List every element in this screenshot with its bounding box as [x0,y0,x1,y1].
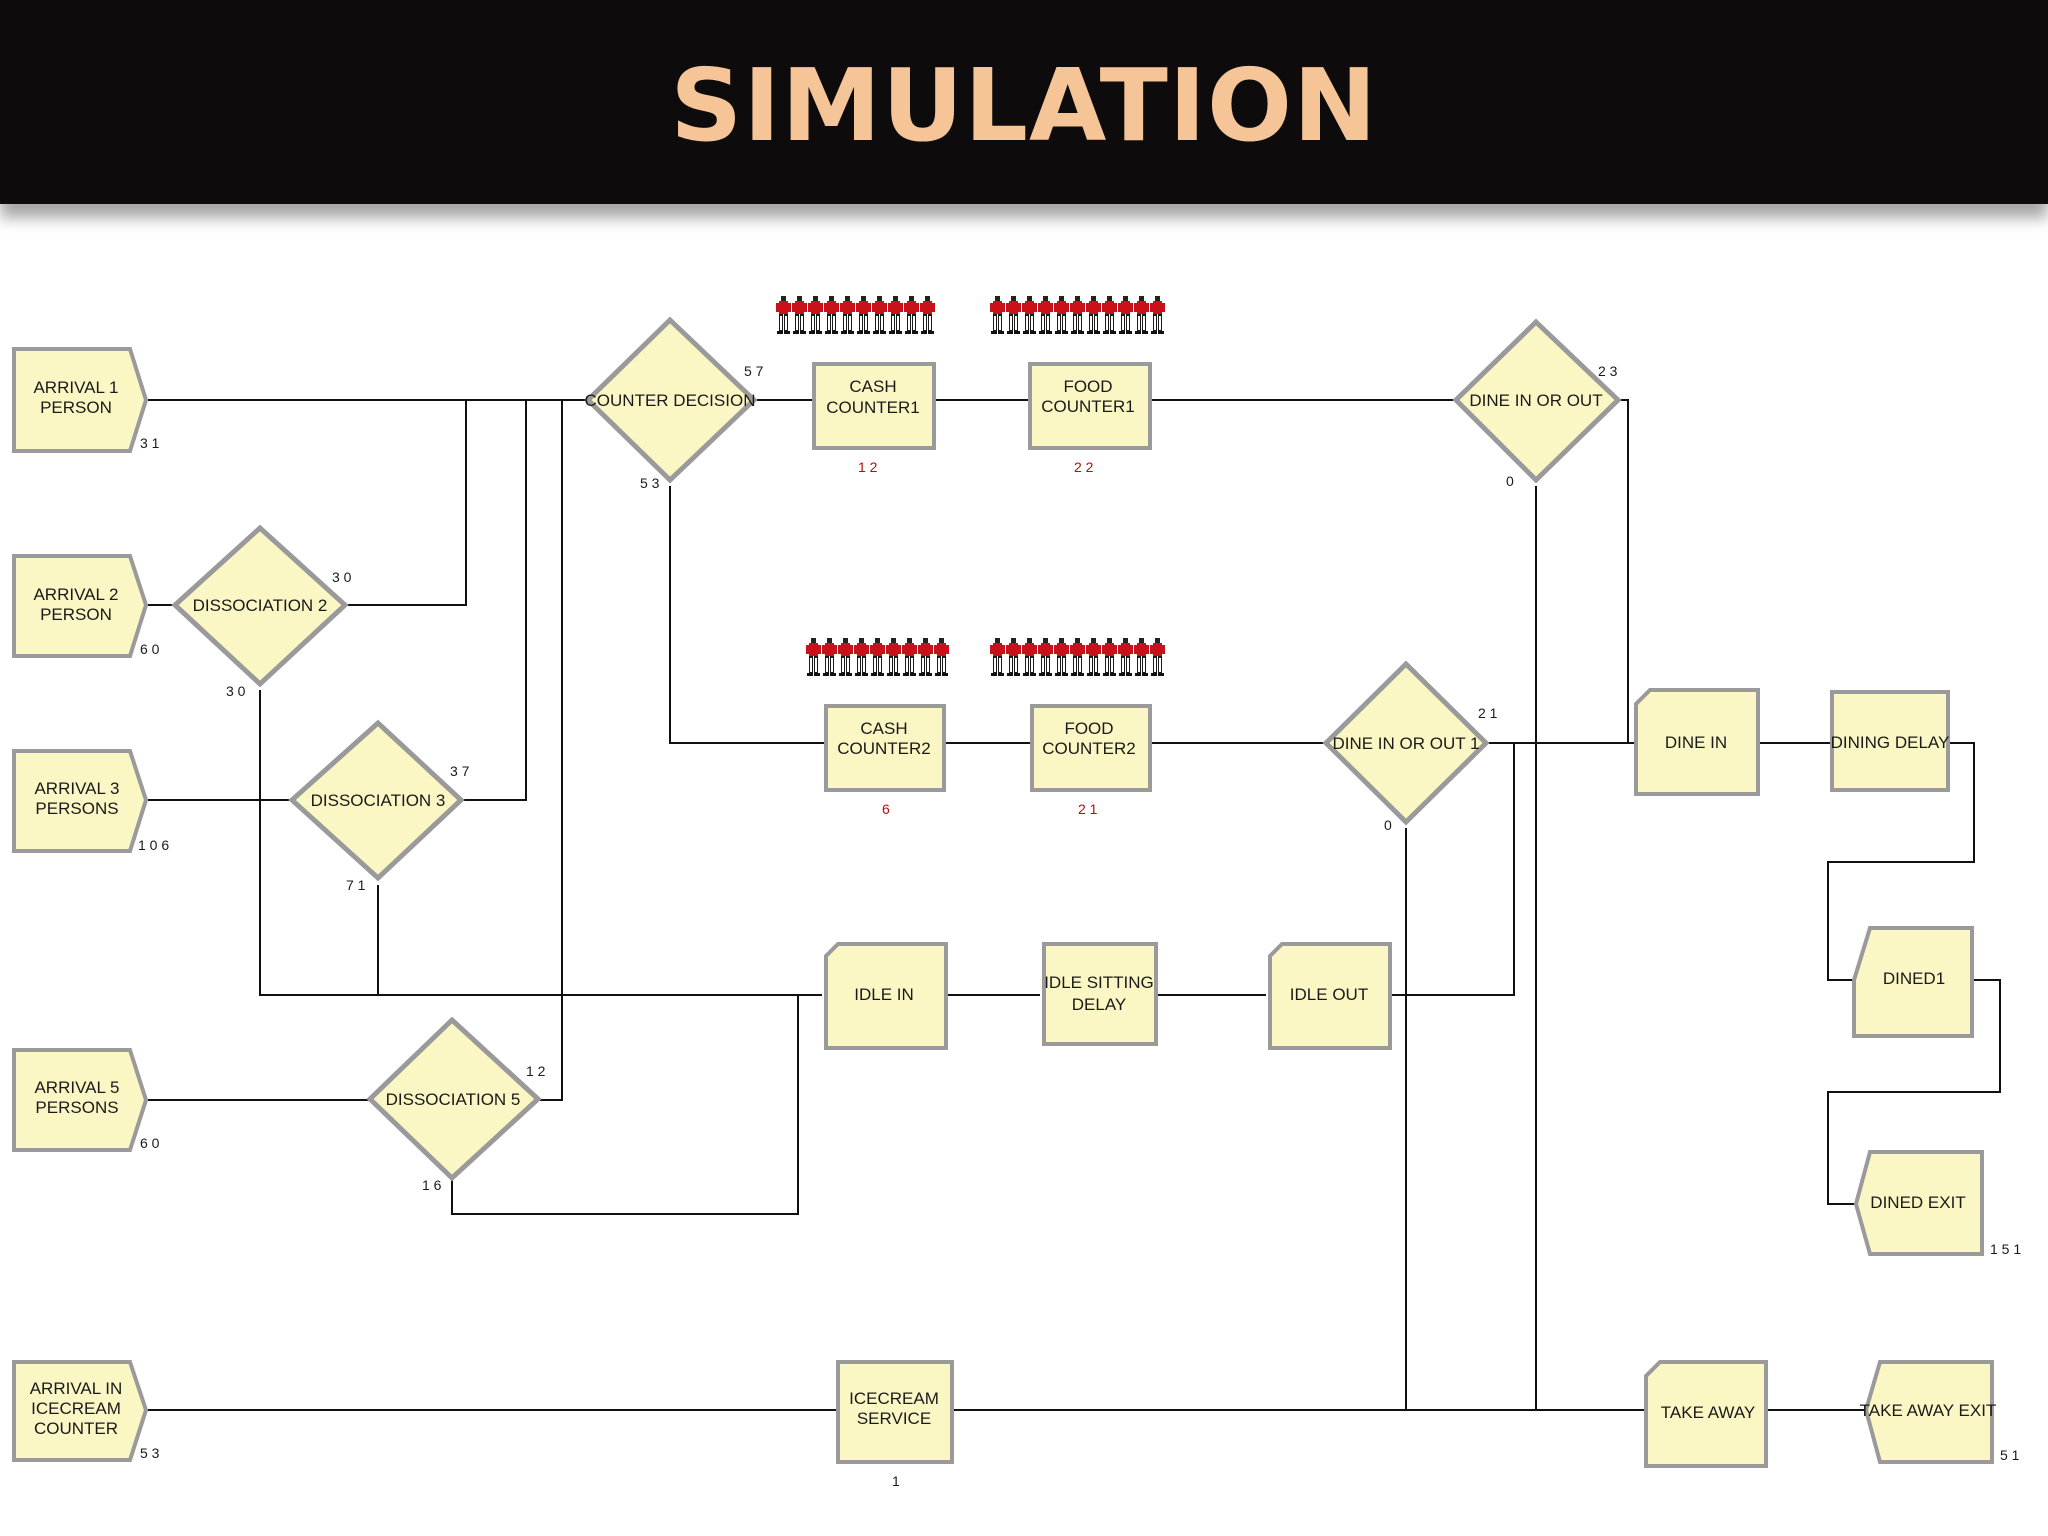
dine-in-module[interactable]: DINE IN [1634,688,1760,796]
svg-text:2 3: 2 3 [1598,363,1618,379]
svg-text:DISSOCIATION 3: DISSOCIATION 3 [311,791,446,810]
arrival5-module[interactable]: ARRIVAL 5 PERSONS 6 0 [12,1048,160,1152]
svg-text:IDLE OUT: IDLE OUT [1290,985,1368,1004]
svg-text:DISSOCIATION 5: DISSOCIATION 5 [386,1090,521,1109]
dissociation5-module[interactable]: DISSOCIATION 5 1 2 1 6 [366,1016,546,1193]
svg-text:COUNTER1: COUNTER1 [826,398,920,417]
svg-text:0: 0 [1506,473,1514,489]
dissociation3-module[interactable]: DISSOCIATION 3 3 7 7 1 [288,719,470,893]
svg-text:0: 0 [1384,817,1392,833]
cash-counter2-module[interactable]: CASH COUNTER2 6 [824,704,946,817]
svg-text:TAKE AWAY: TAKE AWAY [1661,1403,1755,1422]
dine-in-or-out1-module[interactable]: DINE IN OR OUT 1 2 1 0 [1322,660,1498,833]
svg-text:2 1: 2 1 [1078,801,1098,817]
svg-text:DISSOCIATION 2: DISSOCIATION 2 [193,596,328,615]
svg-text:IDLE IN: IDLE IN [854,985,914,1004]
svg-text:COUNTER DECISION: COUNTER DECISION [585,391,756,410]
idle-sitting-delay-module[interactable]: IDLE SITTING DELAY [1042,942,1158,1046]
svg-text:1 2: 1 2 [858,459,878,475]
svg-text:PERSONS: PERSONS [35,799,118,818]
svg-text:5 1: 5 1 [2000,1447,2020,1463]
connector-lines [148,399,2001,1411]
svg-text:DINING DELAY: DINING DELAY [1831,733,1950,752]
svg-text:5 7: 5 7 [744,363,764,379]
svg-text:DINED EXIT: DINED EXIT [1870,1193,1965,1212]
svg-text:1 5 1: 1 5 1 [1990,1241,2021,1257]
svg-text:DINE IN: DINE IN [1665,733,1727,752]
svg-text:3 0: 3 0 [332,569,352,585]
svg-text:6 0: 6 0 [140,1135,160,1151]
take-away-module[interactable]: TAKE AWAY [1644,1360,1768,1468]
food-counter1-module[interactable]: FOOD COUNTER1 2 2 [1028,362,1152,475]
svg-text:7 1: 7 1 [346,877,366,893]
svg-text:ARRIVAL IN: ARRIVAL IN [30,1379,123,1398]
svg-text:DELAY: DELAY [1072,995,1127,1014]
svg-text:1 0 6: 1 0 6 [138,837,169,853]
svg-text:IDLE SITTING: IDLE SITTING [1044,973,1154,992]
svg-text:CASH: CASH [860,719,907,738]
idle-out-module[interactable]: IDLE OUT [1268,942,1392,1050]
svg-text:6 0: 6 0 [140,641,160,657]
arrival1-module[interactable]: ARRIVAL 1 PERSON 3 1 [12,347,160,453]
queue-cash-counter1 [776,296,935,334]
svg-text:DINE IN OR OUT 1: DINE IN OR OUT 1 [1332,734,1479,753]
take-away-exit-module[interactable]: TAKE AWAY EXIT 5 1 [1860,1360,2020,1464]
arrival3-module[interactable]: ARRIVAL 3 PERSONS 1 0 6 [12,749,169,853]
svg-text:COUNTER2: COUNTER2 [837,739,931,758]
svg-text:COUNTER2: COUNTER2 [1042,739,1136,758]
svg-text:1 6: 1 6 [422,1177,442,1193]
dined-exit-module[interactable]: DINED EXIT 1 5 1 [1853,1150,2021,1257]
svg-text:DINED1: DINED1 [1883,969,1945,988]
svg-text:SERVICE: SERVICE [857,1409,931,1428]
counter-decision-module[interactable]: COUNTER DECISION 5 7 5 3 [584,316,764,491]
svg-text:FOOD: FOOD [1063,377,1112,396]
svg-text:ARRIVAL 5: ARRIVAL 5 [34,1078,119,1097]
svg-text:3 1: 3 1 [140,435,160,451]
svg-text:3 7: 3 7 [450,763,470,779]
svg-text:1 2: 1 2 [526,1063,546,1079]
cash-counter1-module[interactable]: CASH COUNTER1 1 2 [812,362,936,475]
queue-food-counter1 [990,296,1165,334]
svg-text:ARRIVAL 2: ARRIVAL 2 [33,585,118,604]
svg-text:3 0: 3 0 [226,683,246,699]
title-bar: SIMULATION [0,0,2048,204]
dissociation2-module[interactable]: DISSOCIATION 2 3 0 3 0 [171,524,352,699]
svg-text:6: 6 [882,801,890,817]
dined1-module[interactable]: DINED1 [1852,926,1974,1038]
svg-text:COUNTER: COUNTER [34,1419,118,1438]
svg-text:TAKE AWAY EXIT: TAKE AWAY EXIT [1860,1401,1997,1420]
svg-text:ICECREAM: ICECREAM [849,1389,939,1408]
svg-text:ARRIVAL 3: ARRIVAL 3 [34,779,119,798]
svg-text:PERSON: PERSON [40,605,112,624]
svg-text:2 2: 2 2 [1074,459,1094,475]
svg-text:PERSONS: PERSONS [35,1098,118,1117]
arrival1-label-line2: PERSON [40,398,112,417]
svg-text:5 3: 5 3 [640,475,660,491]
svg-text:1: 1 [892,1473,900,1489]
arrival-icecream-module[interactable]: ARRIVAL IN ICECREAM COUNTER 5 3 [12,1360,160,1462]
food-counter2-module[interactable]: FOOD COUNTER2 2 1 [1030,704,1152,817]
svg-text:DINE IN OR OUT: DINE IN OR OUT [1469,391,1602,410]
arrival2-module[interactable]: ARRIVAL 2 PERSON 6 0 [12,554,160,658]
queue-cash-counter2 [806,638,949,676]
svg-text:2 1: 2 1 [1478,705,1498,721]
dine-in-or-out-module[interactable]: DINE IN OR OUT 2 3 0 [1452,318,1622,489]
svg-text:FOOD: FOOD [1064,719,1113,738]
svg-text:ICECREAM: ICECREAM [31,1399,121,1418]
svg-text:COUNTER1: COUNTER1 [1041,397,1135,416]
svg-text:CASH: CASH [849,377,896,396]
queue-food-counter2 [990,638,1165,676]
icecream-service-module[interactable]: ICECREAM SERVICE 1 [836,1360,954,1489]
dining-delay-module[interactable]: DINING DELAY [1830,690,1950,792]
arrival1-label-line1: ARRIVAL 1 [33,378,118,397]
svg-text:5 3: 5 3 [140,1445,160,1461]
idle-in-module[interactable]: IDLE IN [824,942,948,1050]
slide-title: SIMULATION [670,47,1378,164]
